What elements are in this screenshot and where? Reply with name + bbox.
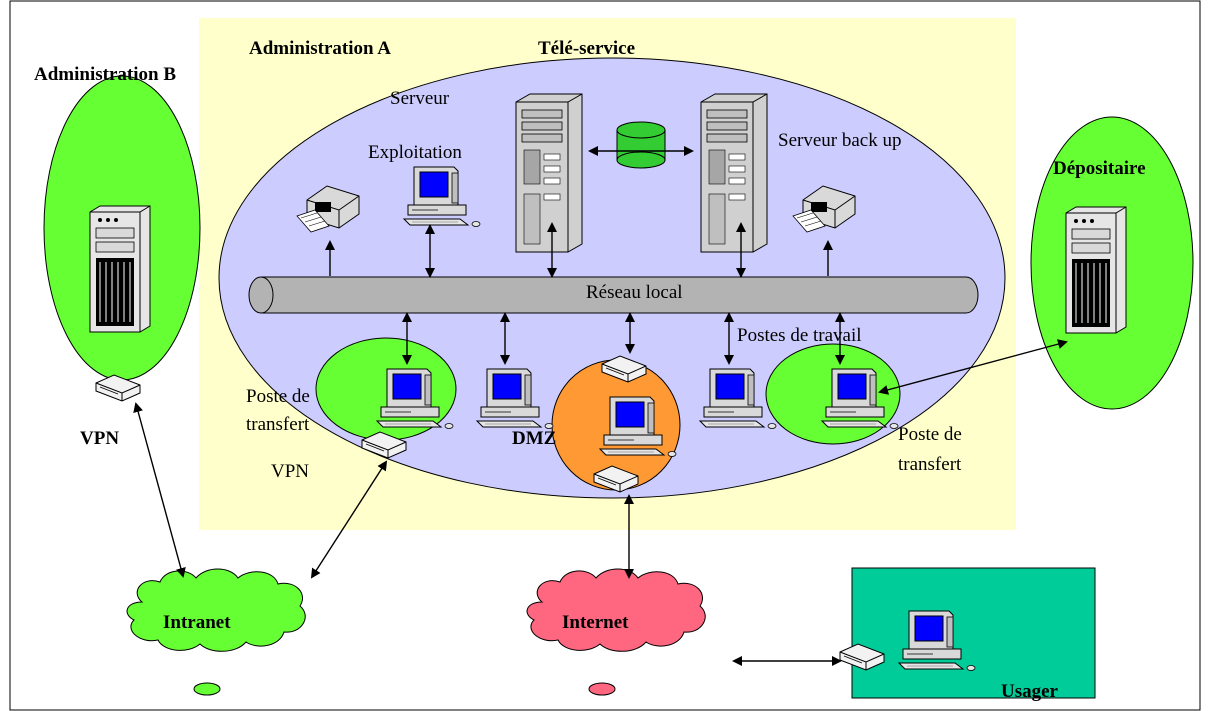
poste-transfert-left-label-line1: Poste de xyxy=(246,386,310,407)
serveur-backup-label: Serveur back up xyxy=(778,130,901,151)
admin-b-server-icon xyxy=(89,205,151,333)
poste-transfert-right-label-line1: Poste de xyxy=(898,424,962,445)
poste-transfert-right-label-line2: transfert xyxy=(898,454,962,475)
serveur-label: Serveur xyxy=(390,88,450,109)
main-server-icon xyxy=(515,93,583,253)
database-icon xyxy=(616,121,666,169)
vpn-left-label: VPN xyxy=(80,428,119,449)
usager-label: Usager xyxy=(1001,681,1059,702)
vpn-inside-label: VPN xyxy=(271,461,309,482)
reseau-local-bus xyxy=(248,276,979,314)
dmz-label: DMZ xyxy=(512,428,556,449)
internet-label: Internet xyxy=(562,612,629,633)
depositaire-server-icon xyxy=(1065,206,1127,334)
postes-de-travail-label: Postes de travail xyxy=(737,325,862,346)
reseau-local-label: Réseau local xyxy=(586,282,683,303)
backup-server-icon xyxy=(700,93,768,253)
poste-transfert-left-label-line2: transfert xyxy=(246,414,310,435)
administration-b-label: Administration B xyxy=(34,64,176,85)
usager-box xyxy=(851,567,1096,699)
intranet-disc-icon xyxy=(193,682,221,696)
intranet-label: Intranet xyxy=(163,612,231,633)
exploitation-label: Exploitation xyxy=(368,142,462,163)
depositaire-label: Dépositaire xyxy=(1053,158,1146,179)
internet-disc-icon xyxy=(588,682,616,696)
administration-a-label: Administration A xyxy=(249,38,391,59)
teleservice-label: Télé-service xyxy=(538,38,635,59)
connection-arrows xyxy=(133,146,1068,666)
